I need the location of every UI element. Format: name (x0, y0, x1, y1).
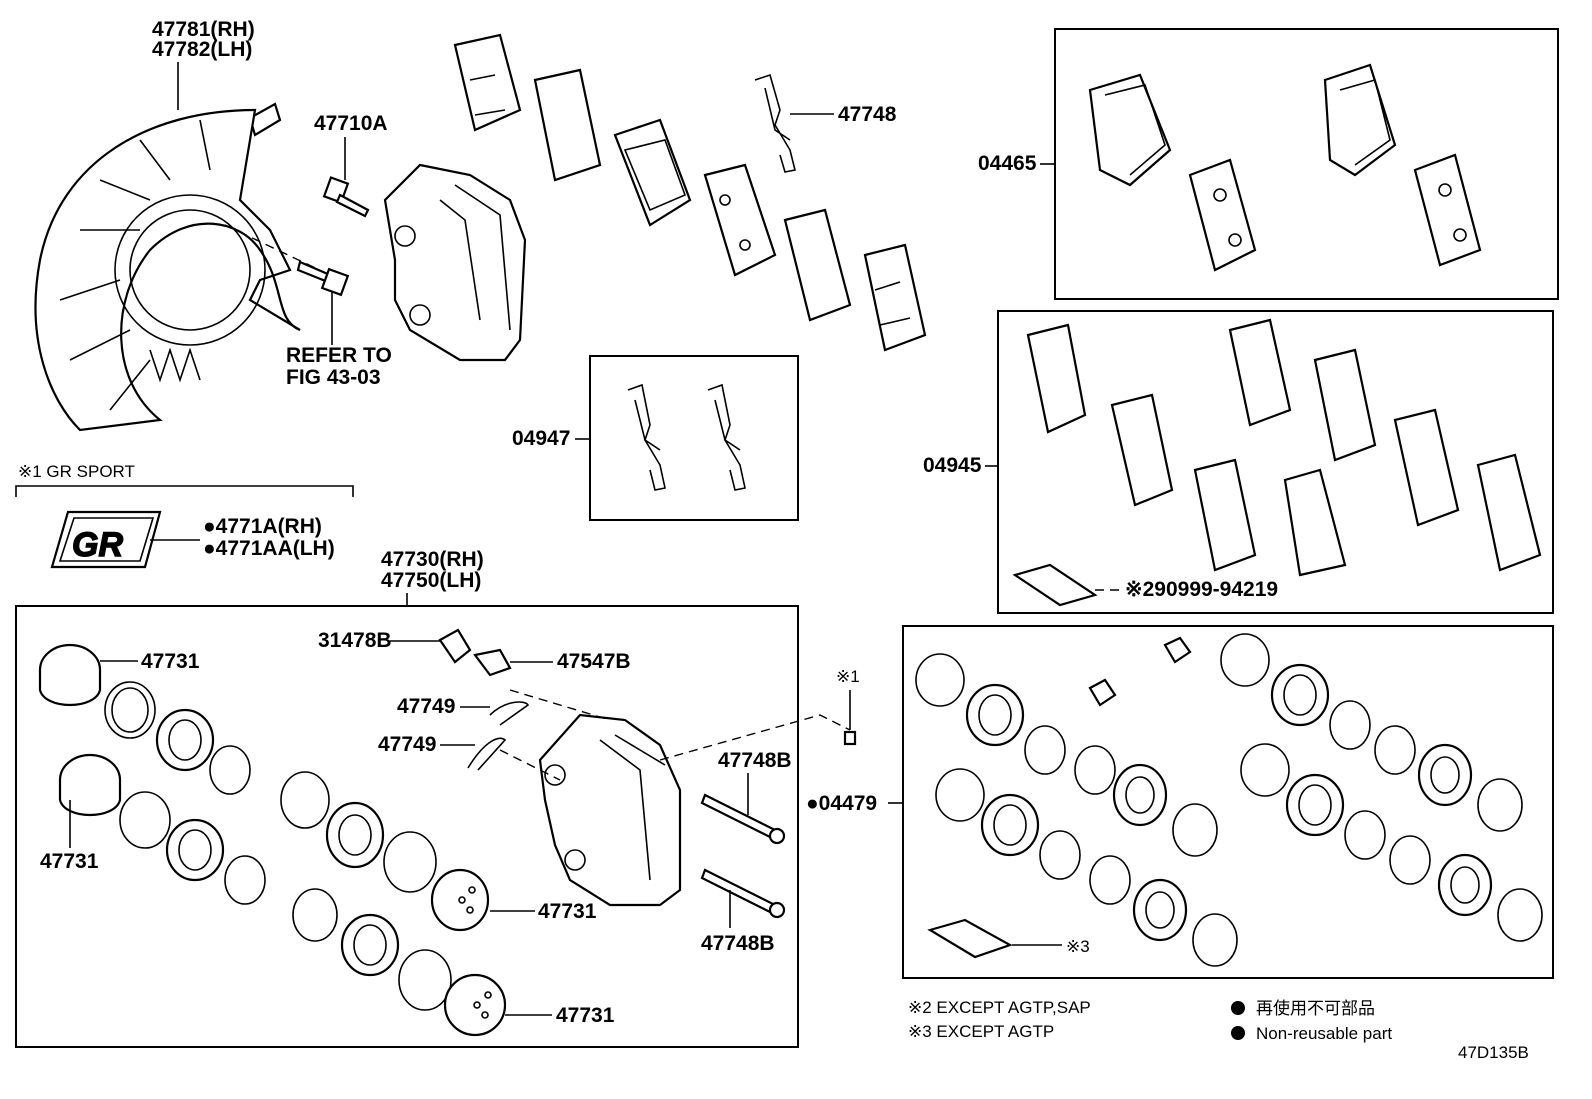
note-except-agtp-sap: ※2 EXCEPT AGTP,SAP (908, 998, 1091, 1017)
label-bleeder-cap: 31478B (318, 629, 392, 652)
slide-pin-parts[interactable] (700, 793, 786, 919)
pad-kit-b-box (997, 310, 1554, 614)
label-piston-2: 47731 (40, 850, 99, 873)
pad-kit-b-parts[interactable] (1012, 318, 1542, 607)
refer-bolt-part[interactable] (296, 260, 350, 297)
label-bolt: 47710A (314, 112, 388, 135)
label-gr-sport-note: ※1 GR SPORT (18, 462, 135, 481)
emblem-location-marker[interactable] (843, 730, 857, 746)
note-except-agtp: ※3 EXCEPT AGTP (908, 1022, 1054, 1041)
bleeder-parts[interactable] (438, 628, 512, 677)
caliper-body-top[interactable] (383, 163, 527, 362)
legend-en: Non-reusable part (1256, 1024, 1392, 1043)
label-seal-kit: ●04479 (806, 792, 877, 815)
label-piston-3: 47731 (538, 900, 597, 923)
label-pad-kit-b: 04945 (923, 454, 982, 477)
seal-kit-parts[interactable] (915, 633, 1543, 967)
label-caliper-lh: 47750(LH) (381, 569, 481, 592)
label-pin-2: 47748B (701, 932, 775, 955)
label-shim: 47748 (838, 103, 897, 126)
gr-emblem-text: GR (72, 526, 123, 564)
caliper-body[interactable] (538, 713, 682, 907)
gr-emblem-part[interactable]: GR (50, 510, 162, 569)
clip-kit-parts[interactable] (627, 383, 746, 491)
pad-kit-a-parts[interactable] (1088, 63, 1482, 272)
label-pin-1: 47748B (718, 749, 792, 772)
caliper-bolt-part[interactable] (322, 176, 370, 218)
label-caliper-rh: 47730(RH) (381, 548, 484, 571)
label-piston-1: 47731 (141, 650, 200, 673)
label-clip-2: 47749 (378, 733, 436, 756)
figure-code: 47D135B (1458, 1043, 1529, 1062)
label-refer-line2: FIG 43-03 (286, 366, 381, 389)
label-refer-line1: REFER TO (286, 344, 392, 367)
label-shield-rh: 47781(RH) (152, 18, 255, 41)
label-clip-kit: 04947 (512, 427, 570, 450)
label-emblem-rh: ●4771A(RH) (203, 515, 322, 538)
brake-pad-set-top[interactable] (453, 33, 927, 352)
legend-dot-en (1231, 1026, 1245, 1040)
label-note-mark-3: ※3 (1066, 937, 1090, 956)
caliper-assembly-box (15, 605, 799, 1048)
label-bleeder-plug: 47547B (557, 650, 631, 673)
piston-seal-parts[interactable] (38, 643, 507, 1037)
dust-shield-part[interactable] (34, 102, 301, 432)
label-shield-lh: 47782(LH) (152, 38, 252, 61)
clip-kit-box (589, 355, 799, 521)
anti-squeal-shim-part[interactable] (754, 73, 796, 173)
label-note-mark-1: ※1 (836, 667, 860, 686)
label-emblem-lh: ●4771AA(LH) (203, 537, 335, 560)
caliper-clip-parts[interactable] (467, 701, 530, 771)
label-clip-1: 47749 (397, 695, 455, 718)
label-pad-kit-a: 04465 (978, 152, 1037, 175)
seal-kit-box (902, 625, 1554, 979)
label-grease: ※290999-94219 (1125, 578, 1278, 601)
label-piston-4: 47731 (556, 1004, 615, 1027)
legend-jp: 再使用不可部品 (1256, 998, 1375, 1018)
legend-dot-jp (1231, 1001, 1245, 1015)
